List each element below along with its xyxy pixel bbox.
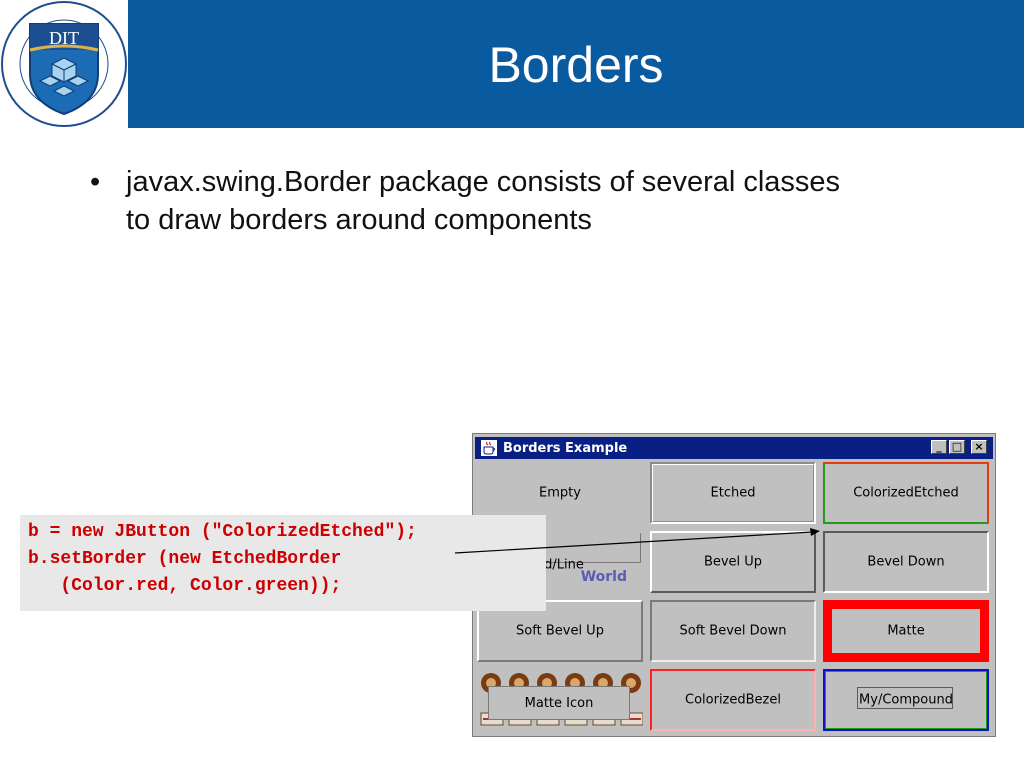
button-label: ColorizedEtched — [853, 485, 959, 501]
bevel-down-button[interactable]: Bevel Down — [823, 531, 989, 593]
etched-border-button[interactable]: Etched — [650, 462, 816, 524]
focus-ring — [857, 687, 953, 709]
button-label: Bevel Up — [703, 554, 763, 570]
matte-icon-button[interactable]: Matte Icon — [488, 686, 630, 720]
button-label: Empty — [539, 485, 581, 501]
bullet-text: javax.swing.Border package consists of s… — [126, 166, 841, 236]
slide-header: Borders — [128, 0, 1024, 128]
code-line-1: b = new JButton ("ColorizedEtched"); — [28, 522, 417, 542]
code-line-2: b.setBorder (new EtchedBorder — [28, 549, 342, 569]
button-label: ColorizedBezel — [685, 692, 781, 708]
window-title: Borders Example — [503, 441, 628, 456]
button-label: Etched — [710, 485, 756, 501]
slide-title: Borders — [488, 37, 664, 93]
button-label: Soft Bevel Up — [516, 623, 604, 639]
button-label: ed/Line — [536, 557, 584, 573]
dit-crest-icon: DIT — [1, 1, 127, 127]
button-label: Matte — [887, 623, 925, 639]
minimize-button[interactable]: _ — [931, 440, 947, 454]
java-cup-icon — [481, 440, 497, 456]
colorized-etched-button[interactable]: ColorizedEtched — [823, 462, 989, 524]
button-label: My/Compound — [859, 692, 953, 708]
close-button[interactable]: × — [971, 440, 987, 454]
button-label: Bevel Down — [867, 554, 945, 570]
code-line-3: (Color.red, Color.green)); — [28, 576, 342, 596]
titled-border-title: World — [578, 569, 629, 585]
dit-logo: DIT — [0, 0, 128, 128]
window-titlebar[interactable]: Borders Example _ □ × — [475, 437, 993, 459]
matte-border-button[interactable]: Matte — [823, 600, 989, 662]
maximize-button[interactable]: □ — [949, 440, 965, 454]
my-compound-button[interactable]: My/Compound — [823, 669, 989, 731]
button-label: Soft Bevel Down — [679, 623, 787, 639]
empty-border-button[interactable]: Empty — [477, 462, 643, 524]
logo-text: DIT — [49, 28, 79, 48]
bullet-dot-icon: • — [90, 166, 101, 198]
code-snippet: b = new JButton ("ColorizedEtched"); b.s… — [20, 515, 546, 611]
soft-bevel-down-button[interactable]: Soft Bevel Down — [650, 600, 816, 662]
colorized-bezel-button[interactable]: ColorizedBezel — [650, 669, 816, 731]
bevel-up-button[interactable]: Bevel Up — [650, 531, 816, 593]
